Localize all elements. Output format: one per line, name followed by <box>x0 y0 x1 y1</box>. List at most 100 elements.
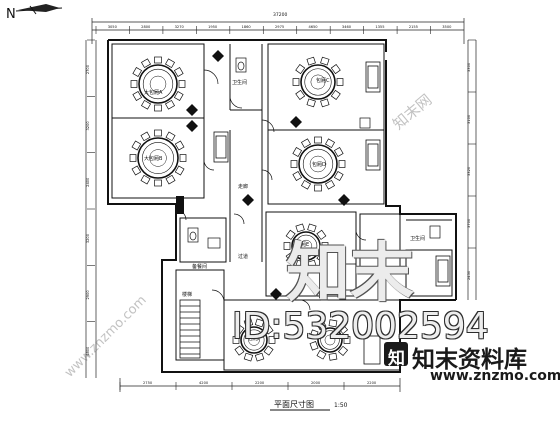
round-table-0 <box>130 56 186 112</box>
decor-diamonds <box>186 50 350 300</box>
chair <box>320 98 330 108</box>
chair <box>254 318 265 328</box>
room-label-stair: 楼梯 <box>182 291 192 298</box>
chair <box>307 223 317 233</box>
chair <box>333 170 344 182</box>
chair <box>295 63 306 75</box>
room-label-r1: 大包厢A <box>144 89 163 96</box>
toilet-fixtures <box>187 57 441 249</box>
chair <box>316 320 327 331</box>
chair <box>165 174 176 185</box>
drawing-scale: 1:50 <box>334 402 348 409</box>
room-label-wc2: 卫生间 <box>410 235 425 242</box>
chair <box>343 336 351 344</box>
chair <box>330 89 341 101</box>
chair <box>338 160 346 168</box>
top-dim-3: 1950 <box>208 25 218 29</box>
chair <box>132 66 143 78</box>
chair <box>178 80 186 88</box>
chair <box>295 89 306 101</box>
chair <box>300 179 312 190</box>
chair <box>290 160 298 168</box>
round-table-6 <box>309 319 351 361</box>
chair <box>295 259 305 269</box>
overall-width-dim: 37200 <box>273 12 287 18</box>
right-dim-3: 3700 <box>467 218 471 228</box>
right-dim-2: 3320 <box>467 166 471 176</box>
chair <box>179 154 187 162</box>
chair <box>309 341 319 351</box>
chair <box>337 345 349 357</box>
left-dim-1: 3200 <box>86 121 90 131</box>
column-block <box>176 196 184 214</box>
round-table-3 <box>290 136 346 192</box>
chair <box>129 154 137 162</box>
chair <box>232 336 240 344</box>
round-table-5 <box>232 318 276 362</box>
chair <box>330 63 341 75</box>
top-dimension-line <box>91 18 465 44</box>
chair <box>316 349 327 360</box>
top-dim-9: 2155 <box>409 25 418 29</box>
chair <box>285 252 296 263</box>
chair <box>174 140 185 151</box>
left-dim-0: 2700 <box>86 64 90 74</box>
north-label: N <box>6 7 16 22</box>
chair <box>263 324 274 335</box>
chair <box>165 131 176 142</box>
brand-logo-icon: 知 <box>384 342 408 369</box>
chair <box>321 242 329 250</box>
right-dim-1: 3100 <box>467 114 471 124</box>
chair <box>292 146 303 158</box>
chair <box>234 345 245 356</box>
chair <box>328 319 338 328</box>
top-dim-5: 2975 <box>275 25 284 29</box>
chair <box>154 179 162 187</box>
top-dim-10: 3500 <box>442 25 452 29</box>
room-label-r2: 大包厢B <box>144 155 163 162</box>
chair <box>140 131 151 142</box>
chair <box>333 146 344 158</box>
chair <box>243 318 254 328</box>
chair <box>154 56 162 64</box>
bottom-dim-1: 4200 <box>199 381 209 385</box>
chair <box>336 78 344 86</box>
chair <box>292 78 300 86</box>
top-dim-6: 4650 <box>308 25 318 29</box>
chair <box>295 223 305 233</box>
chair <box>309 329 319 339</box>
chair <box>292 170 303 182</box>
north-arrow-icon: N <box>6 4 63 22</box>
door-swings <box>175 69 367 311</box>
left-dim-3: 3200 <box>86 233 90 243</box>
chair <box>337 323 349 335</box>
left-dimension-line <box>85 40 97 378</box>
chair <box>285 229 296 240</box>
chair <box>263 345 274 356</box>
chair <box>316 229 327 240</box>
chair <box>316 252 327 263</box>
chair <box>131 165 142 176</box>
stair <box>179 299 201 359</box>
round-table-1 <box>129 129 187 187</box>
round-table-2 <box>292 56 344 108</box>
sofas <box>213 61 451 365</box>
outer-walls <box>107 39 457 373</box>
chair <box>234 324 245 335</box>
round-table-4 <box>283 223 329 269</box>
chair <box>173 90 184 102</box>
bottom-dim-2: 2200 <box>255 381 265 385</box>
top-dim-4: 1860 <box>242 25 252 29</box>
chair <box>154 129 162 137</box>
chair <box>140 58 152 69</box>
chair <box>243 352 254 362</box>
room-label-kitchen: 备餐间 <box>192 263 207 270</box>
top-dim-1: 2800 <box>141 25 151 29</box>
top-dim-2: 3270 <box>175 25 185 29</box>
room-label-corridor: 走廊 <box>238 183 248 190</box>
left-dim-4: 2900 <box>86 290 90 300</box>
